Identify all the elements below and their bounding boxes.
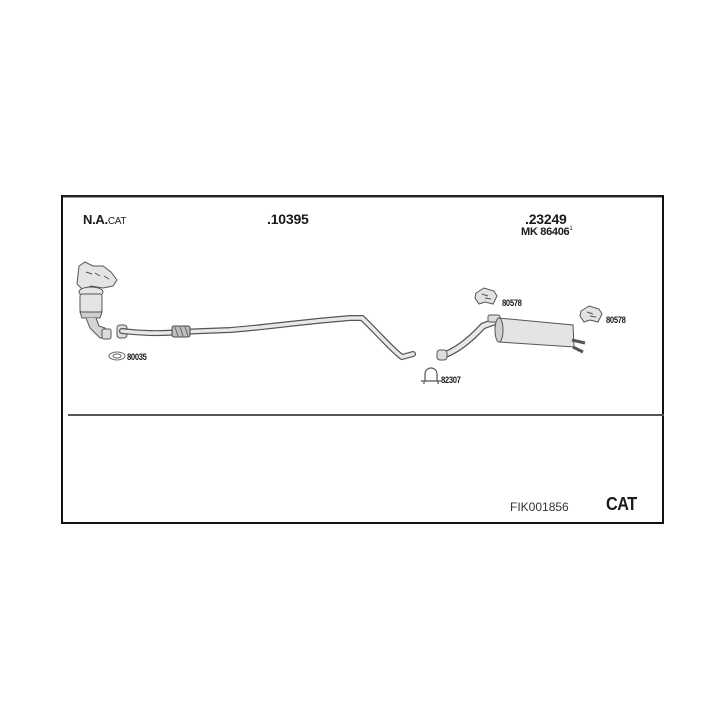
section-divider: [68, 414, 664, 416]
part-number-rear-muffler[interactable]: .23249: [525, 211, 567, 227]
kit-code: FIK001856: [510, 500, 569, 514]
frame-top-border: [61, 195, 664, 198]
u-clamp-icon[interactable]: [421, 367, 441, 384]
rubber-mount-icon[interactable]: [474, 287, 498, 305]
type-label: CAT: [606, 494, 637, 514]
gasket-icon[interactable]: [108, 351, 126, 361]
rubber-mount-number-1[interactable]: 80578: [502, 298, 522, 308]
diagram-frame: [61, 195, 664, 524]
engine-label: N.A.CAT: [83, 212, 127, 227]
rubber-mount-icon[interactable]: [579, 305, 603, 323]
rubber-mount-number-2[interactable]: 80578: [606, 315, 626, 325]
part-number-front-pipe[interactable]: .10395: [267, 211, 309, 227]
mounting-kit-number[interactable]: MK 864061: [521, 226, 573, 238]
clamp-number[interactable]: 82307: [441, 375, 461, 385]
front-pipe-icon[interactable]: [116, 315, 416, 361]
rear-muffler-icon[interactable]: [436, 314, 586, 361]
manifold-catalyst-icon[interactable]: [76, 261, 118, 340]
gasket-number[interactable]: 80035: [127, 352, 147, 362]
